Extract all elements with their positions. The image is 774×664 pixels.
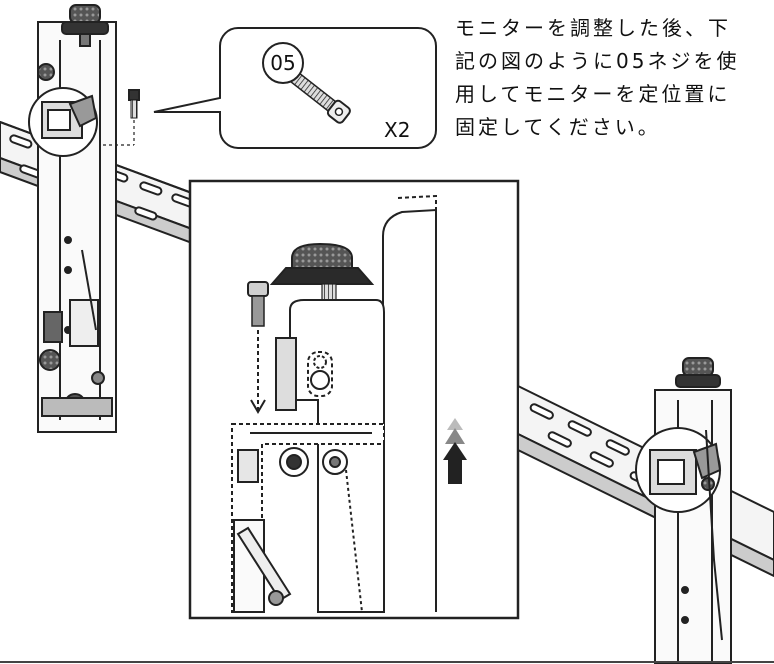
right-mount-assembly: [517, 357, 774, 664]
hex-socket-screw-icon: [247, 281, 269, 414]
instruction-line-1: モニターを調整した後、下: [455, 16, 731, 40]
detail-view-frame: [188, 179, 520, 620]
instruction-line-4: 固定してください。: [455, 115, 661, 139]
left-lower-bracket: [41, 249, 113, 417]
instruction-line-2: 記の図のように05ネジを使: [455, 49, 740, 73]
part-quantity-label: X2: [384, 118, 411, 142]
part-number-badge: 05: [262, 42, 304, 84]
instruction-text: モニターを調整した後、下 記の図のように05ネジを使 用してモニターを定位置に …: [455, 12, 767, 144]
left-mount-assembly: [0, 4, 201, 433]
left-clamp-detail: [41, 94, 98, 139]
instruction-line-3: 用してモニターを定位置に: [455, 82, 731, 106]
up-arrow-icon: [443, 418, 467, 484]
lower-latch: [233, 469, 363, 613]
left-small-screw-icon: [103, 89, 140, 146]
left-top-knob-icon: [61, 4, 109, 47]
right-latch-rod: [705, 429, 723, 641]
right-top-knob-icon: [675, 357, 721, 388]
right-clamp-detail: [649, 442, 722, 495]
